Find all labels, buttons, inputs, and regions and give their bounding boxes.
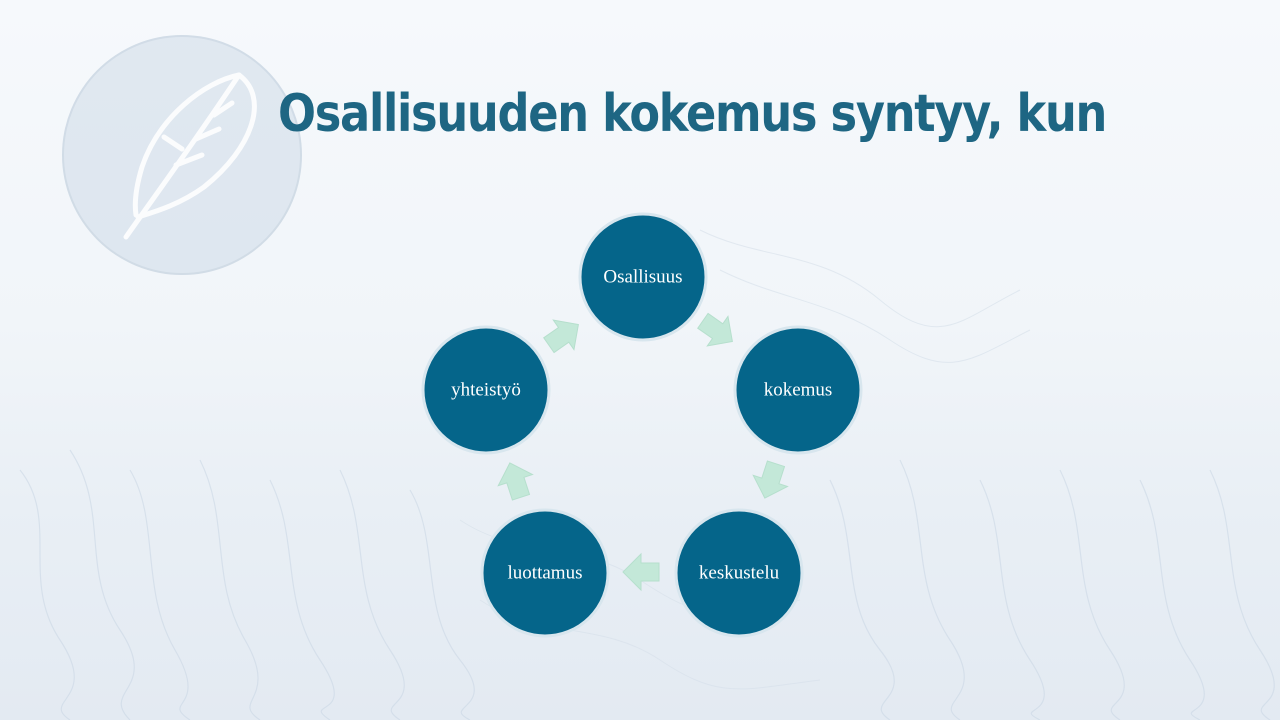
feather-icon <box>123 72 257 240</box>
cycle-node: keskustelu <box>674 508 804 638</box>
node-label: kokemus <box>764 380 833 401</box>
arrow-5 <box>538 309 590 361</box>
cycle-node: Osallisuus <box>578 212 708 342</box>
cycle-node: yhteistyö <box>421 325 551 455</box>
arrow-2 <box>747 457 794 505</box>
node-label: Osallisuus <box>603 267 682 288</box>
cycle-node: kokemus <box>733 325 863 455</box>
arrow-1 <box>692 305 744 357</box>
cycle-node: luottamus <box>480 508 610 638</box>
node-label: yhteistyö <box>451 380 521 401</box>
arrow-3 <box>622 553 660 591</box>
node-label: luottamus <box>508 563 583 584</box>
page-title: Osallisuuden kokemus syntyy, kun <box>278 84 1107 144</box>
arrow-4 <box>492 456 539 504</box>
logo-circle <box>62 35 302 275</box>
node-label: keskustelu <box>699 563 780 584</box>
